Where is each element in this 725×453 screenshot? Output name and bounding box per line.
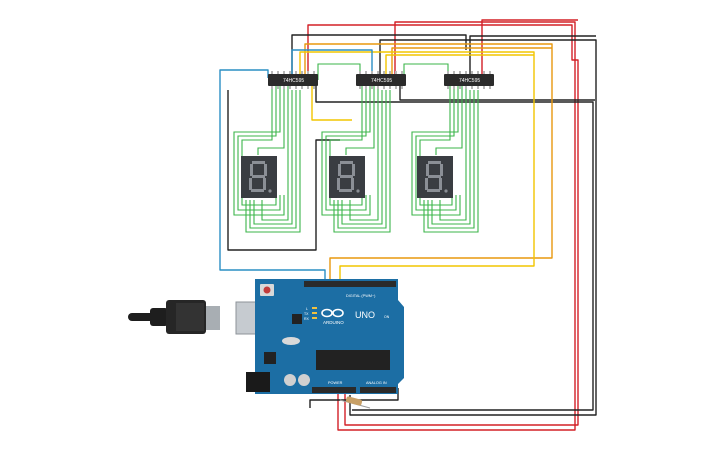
- arduino-uno-board[interactable]: ARDUINO UNO DIGITAL (PWM~) POWER ANALOG …: [246, 279, 404, 394]
- wire-black[interactable]: [469, 35, 596, 78]
- chip-label: 74HC595: [371, 78, 392, 84]
- wire-green[interactable]: [261, 86, 289, 221]
- wire-green[interactable]: [257, 86, 285, 155]
- wire-green[interactable]: [253, 90, 293, 225]
- wire-black[interactable]: [349, 39, 597, 416]
- wire-green[interactable]: [341, 90, 383, 225]
- seven-segment-display-1[interactable]: [241, 156, 277, 198]
- tx-label: TX: [304, 312, 309, 316]
- chip-pins: [447, 71, 491, 89]
- wire-green[interactable]: [321, 86, 371, 216]
- chip-pins: [359, 71, 403, 89]
- chip-body: [444, 74, 494, 86]
- wire-green[interactable]: [337, 90, 387, 229]
- wire-black[interactable]: [315, 86, 594, 411]
- l-label: L: [306, 307, 308, 311]
- green-wire-layer: [233, 63, 479, 233]
- wire-yellow[interactable]: [311, 86, 352, 121]
- wire-green[interactable]: [439, 86, 467, 221]
- chip-label: 74HC595: [459, 78, 480, 84]
- usb-cable[interactable]: [128, 300, 275, 335]
- wire-black[interactable]: [227, 90, 340, 251]
- led-tx: [312, 312, 317, 314]
- model-label: UNO: [355, 310, 375, 320]
- wire-layer: [219, 19, 597, 431]
- led-rx: [312, 317, 317, 319]
- on-label: ON: [384, 315, 390, 319]
- wire-green[interactable]: [233, 86, 285, 216]
- wire-orange[interactable]: [391, 47, 552, 78]
- wire-black[interactable]: [399, 86, 595, 101]
- rx-label: RX: [304, 317, 310, 321]
- segment-glyph-icon: [425, 161, 448, 193]
- digital-pwm-label: DIGITAL (PWM~): [346, 294, 376, 298]
- power-header[interactable]: [312, 387, 356, 393]
- voltage-regulator: [264, 352, 276, 364]
- power-label: POWER: [328, 381, 343, 385]
- analog-header[interactable]: [360, 387, 396, 393]
- reset-button-cap: [263, 286, 271, 294]
- seven-segment-display-3[interactable]: [417, 156, 453, 198]
- usb-chip: [292, 314, 302, 324]
- wire-green[interactable]: [245, 90, 301, 233]
- usb-plug-grip: [176, 303, 204, 331]
- board-pcb: [255, 279, 404, 394]
- wire-green[interactable]: [411, 86, 461, 216]
- wire-green[interactable]: [317, 63, 361, 80]
- resistor[interactable]: [339, 396, 371, 409]
- usb-connector-metal: [206, 306, 220, 330]
- wire-green[interactable]: [325, 86, 367, 211]
- chip-label: 74HC595: [283, 78, 304, 84]
- shift-register-2[interactable]: 74HC595: [356, 71, 406, 89]
- seven-segment-display-2[interactable]: [329, 156, 365, 198]
- chip-body: [356, 74, 406, 86]
- wire-blue[interactable]: [291, 49, 373, 78]
- wire-yellow[interactable]: [385, 54, 534, 78]
- digital-header[interactable]: [304, 281, 396, 287]
- power-jack[interactable]: [246, 372, 270, 392]
- led-l: [312, 307, 317, 309]
- crystal-oscillator: [282, 337, 300, 345]
- shift-register-3[interactable]: 74HC595: [444, 71, 494, 89]
- wire-red[interactable]: [481, 19, 578, 78]
- chip-body: [268, 74, 318, 86]
- wire-green[interactable]: [423, 90, 479, 233]
- wire-red[interactable]: [337, 21, 576, 431]
- wire-green[interactable]: [333, 90, 391, 233]
- atmega-chip: [316, 350, 390, 370]
- wire-green[interactable]: [345, 86, 375, 155]
- segment-glyph-icon: [337, 161, 360, 193]
- usb-strain-relief: [150, 308, 168, 326]
- brand-label: ARDUINO: [323, 320, 344, 325]
- wire-green[interactable]: [237, 86, 281, 211]
- wire-green[interactable]: [349, 86, 379, 221]
- segment-glyph-icon: [249, 161, 272, 193]
- wire-green[interactable]: [431, 90, 471, 225]
- capacitor-1: [284, 374, 296, 386]
- analog-in-label: ANALOG IN: [366, 381, 387, 385]
- wire-blue[interactable]: [219, 69, 326, 280]
- wire-green[interactable]: [435, 86, 463, 155]
- shift-register-1[interactable]: 74HC595: [268, 71, 318, 89]
- chip-pins: [271, 71, 315, 89]
- wire-green[interactable]: [427, 90, 475, 229]
- wire-green[interactable]: [415, 86, 457, 211]
- wire-green[interactable]: [403, 63, 449, 80]
- capacitor-2: [298, 374, 310, 386]
- wire-green[interactable]: [249, 90, 297, 229]
- wire-yellow[interactable]: [299, 51, 535, 280]
- arduino-logo-icon: [321, 308, 344, 318]
